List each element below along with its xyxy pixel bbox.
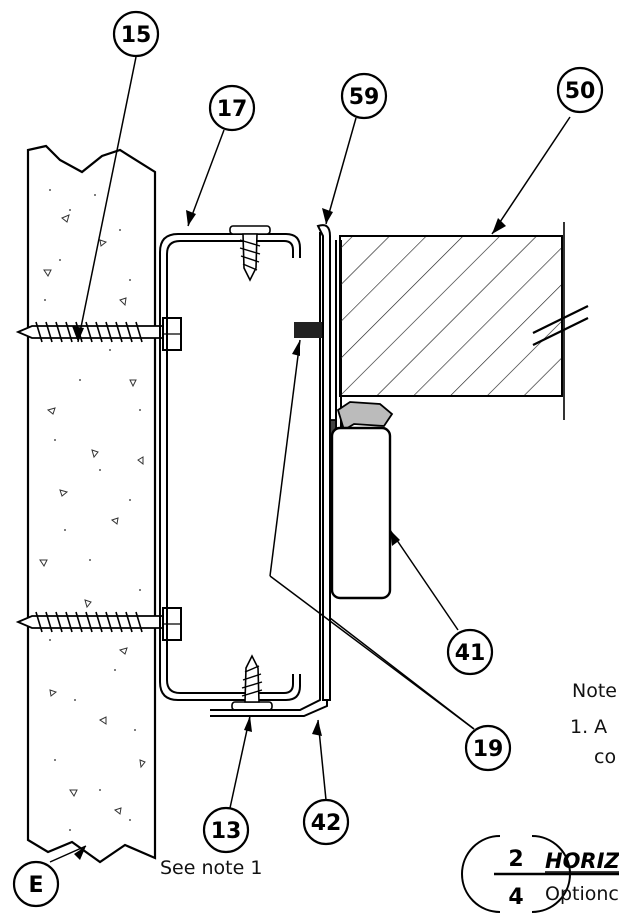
spacer-block (294, 322, 322, 338)
leader-arrowheads (72, 208, 506, 860)
note-line-1: 1. A (570, 716, 607, 738)
lower-channel-screw (231, 654, 273, 711)
slab-panel (339, 222, 589, 420)
callout-41: 41 (446, 628, 494, 676)
leader-lines (49, 56, 571, 863)
svg-text:50: 50 (565, 79, 596, 104)
svg-text:E: E (28, 873, 43, 898)
callout-15: 15 (112, 10, 160, 58)
title-block: 2 4 HORIZ Optionc (461, 835, 619, 913)
svg-text:59: 59 (349, 85, 380, 110)
angle-fascia (210, 232, 328, 717)
callout-E: E (12, 860, 60, 908)
sheet-number: 4 (508, 885, 523, 910)
detail-subtitle: Optionc (545, 883, 619, 905)
callout-42: 42 (302, 798, 350, 846)
concrete-wall (26, 144, 157, 864)
c-channel (159, 233, 301, 701)
svg-text:17: 17 (217, 97, 248, 122)
callout-50: 50 (556, 66, 604, 114)
svg-text:42: 42 (311, 811, 342, 836)
concrete-aggregate (44, 189, 141, 831)
svg-text:13: 13 (211, 819, 242, 844)
gutter-box (330, 426, 392, 600)
svg-text:15: 15 (121, 23, 152, 48)
see-note-label: See note 1 (160, 857, 262, 879)
callout-13: 13 (202, 806, 250, 854)
svg-text:41: 41 (455, 641, 486, 666)
notes-heading: Note (572, 680, 617, 702)
svg-text:19: 19 (473, 737, 504, 762)
callout-59: 59 (340, 72, 388, 120)
detail-number: 2 (508, 847, 523, 872)
note-line-2: co (594, 746, 616, 768)
upper-channel-screw (229, 225, 271, 282)
callout-17: 17 (208, 84, 256, 132)
detail-title: HORIZ (545, 849, 619, 873)
callout-19: 19 (464, 724, 512, 772)
